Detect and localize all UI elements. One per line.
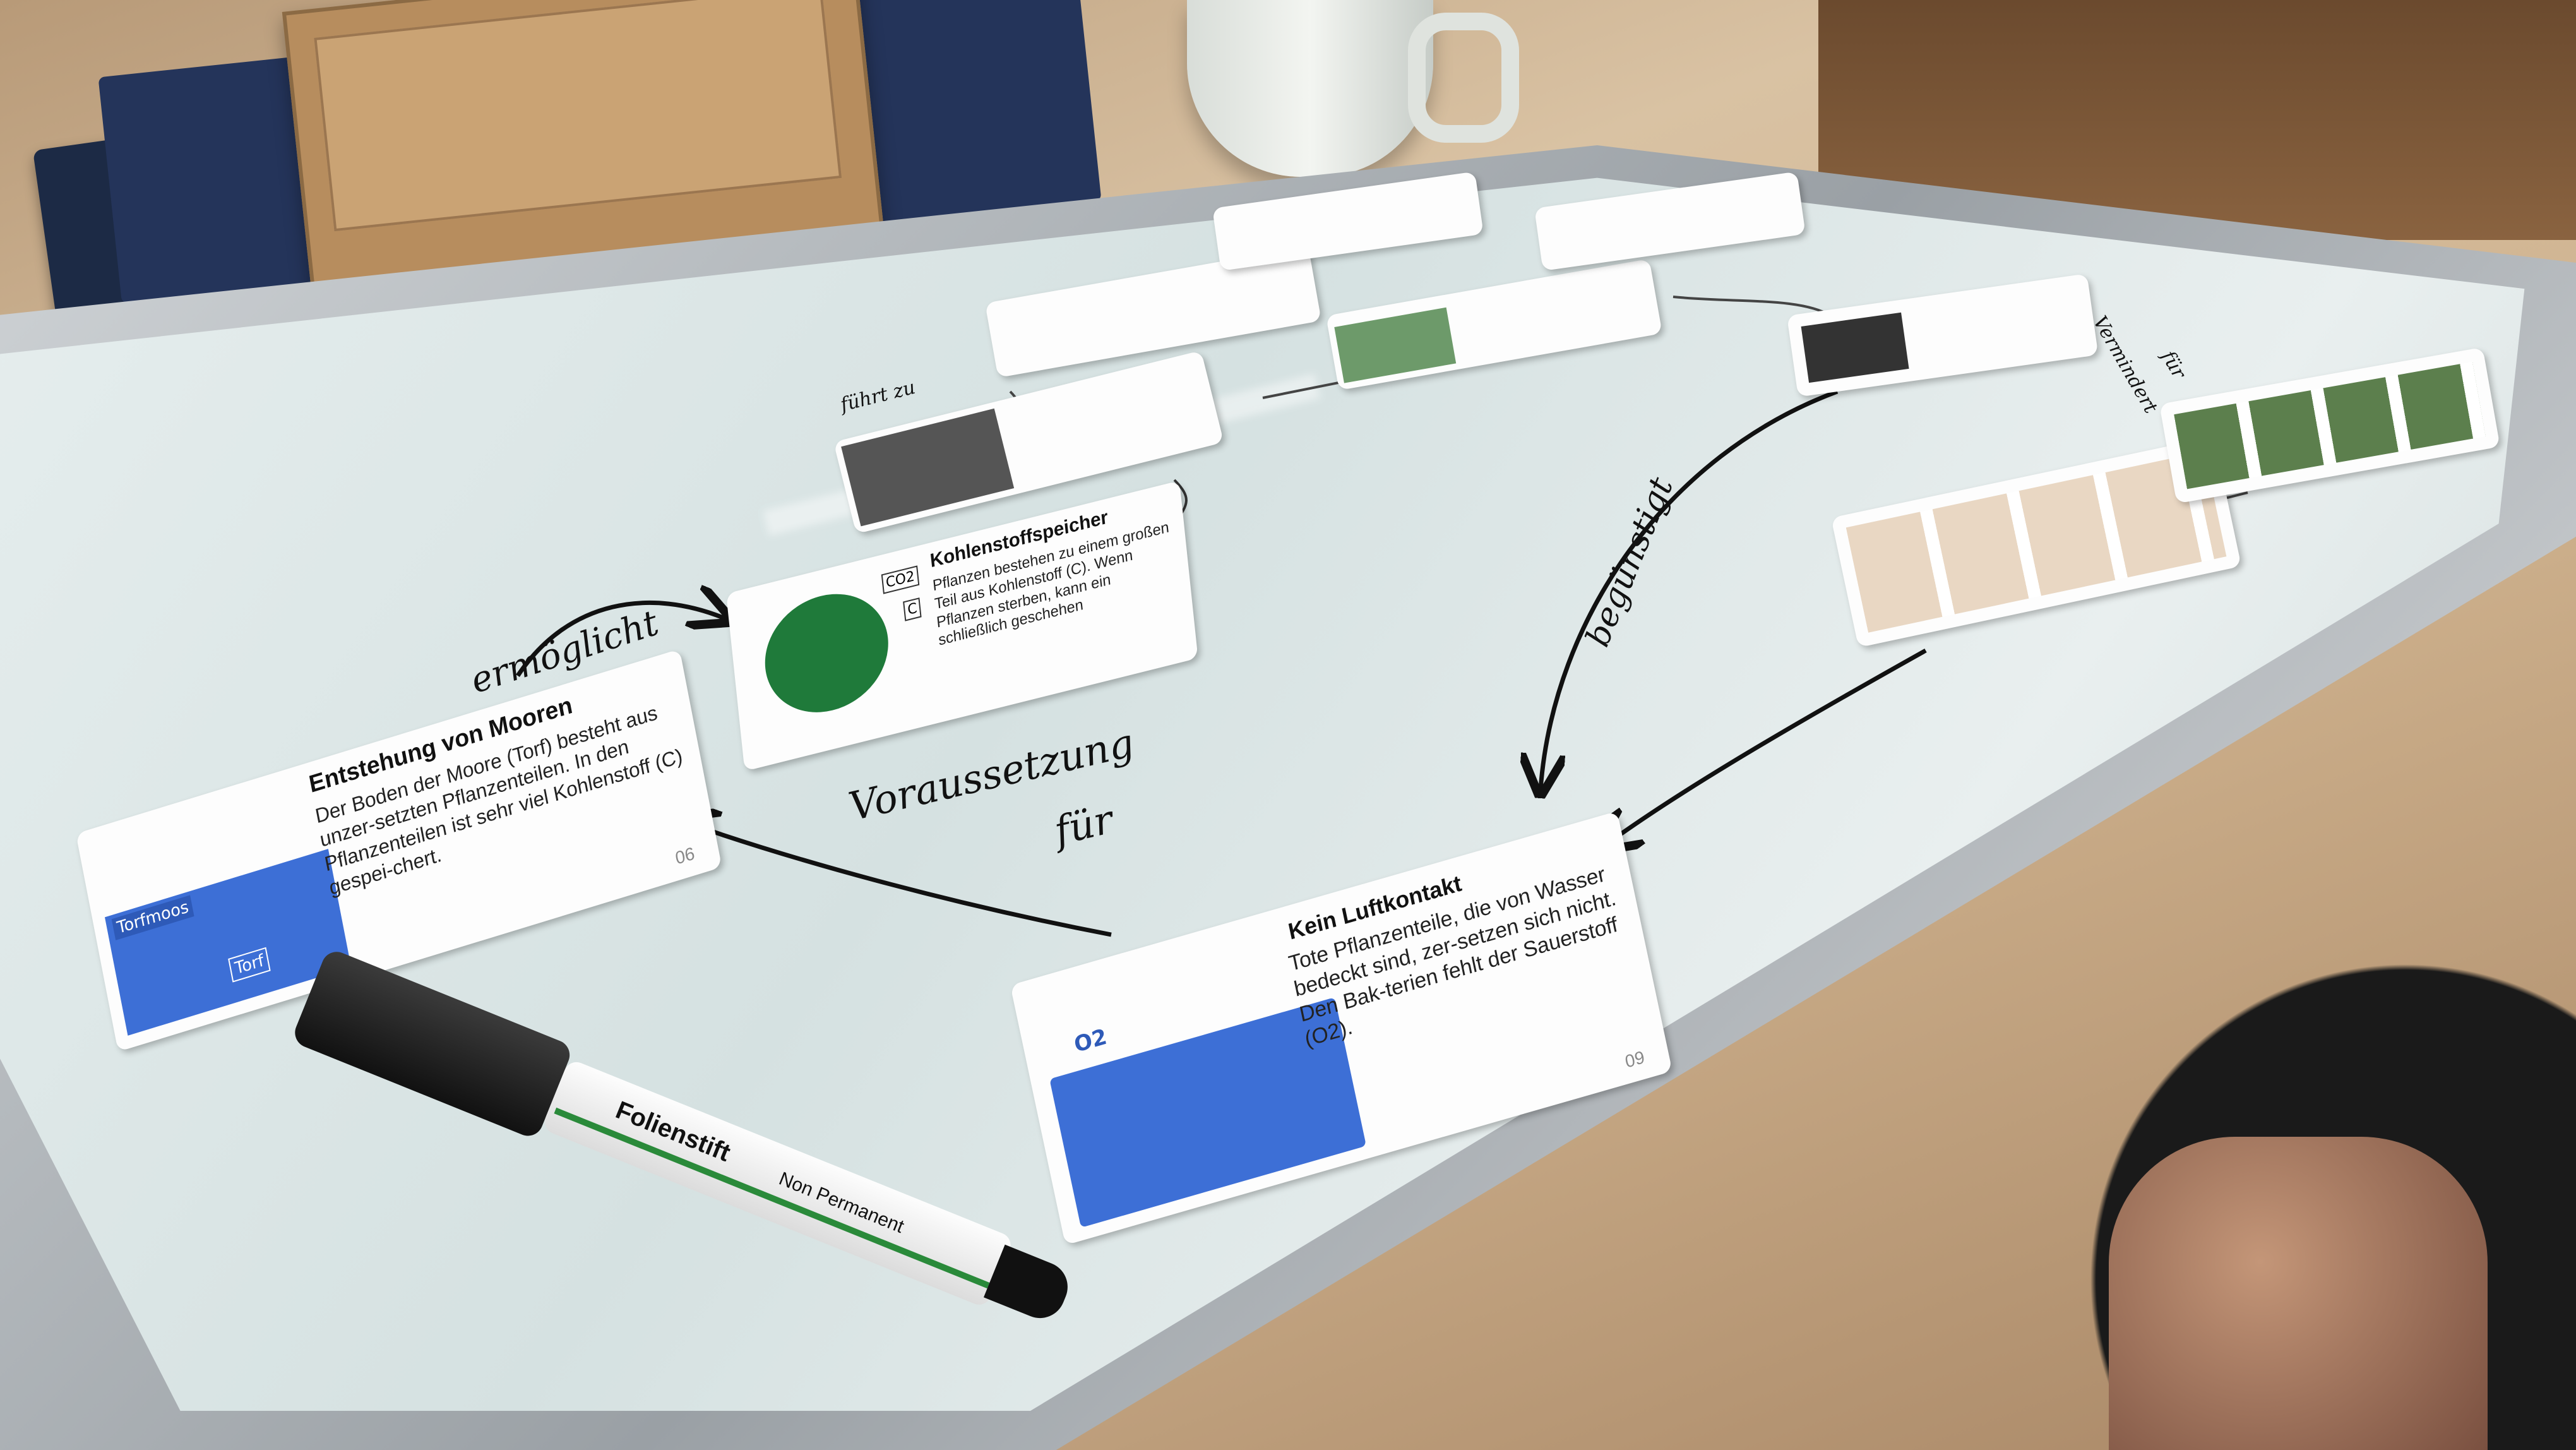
card-number: 09 — [1623, 1046, 1647, 1072]
arrow-voraussetzung — [682, 821, 1112, 937]
white-mug — [1187, 0, 1433, 177]
arrow-small-5 — [1673, 296, 1832, 317]
illustration-label-c: C — [903, 597, 922, 621]
illustration-label-torf: Torf — [228, 947, 271, 983]
card-photo-thumbnail — [1334, 307, 1457, 383]
arrow-lower-right — [1604, 648, 1927, 846]
illustration-label-torfmoos: Torfmoos — [111, 895, 194, 940]
arrow-begunstigt — [1541, 389, 1839, 789]
person-hand — [2109, 1137, 2488, 1450]
card-number: 06 — [673, 843, 696, 868]
arrow-ermoeglicht — [516, 602, 726, 677]
illustration-label-o2: O2 — [1071, 1024, 1109, 1058]
card-photo-thumbnail — [1801, 312, 1909, 383]
illustration-label-co2: CO2 — [881, 565, 919, 594]
tree-icon — [759, 580, 894, 726]
